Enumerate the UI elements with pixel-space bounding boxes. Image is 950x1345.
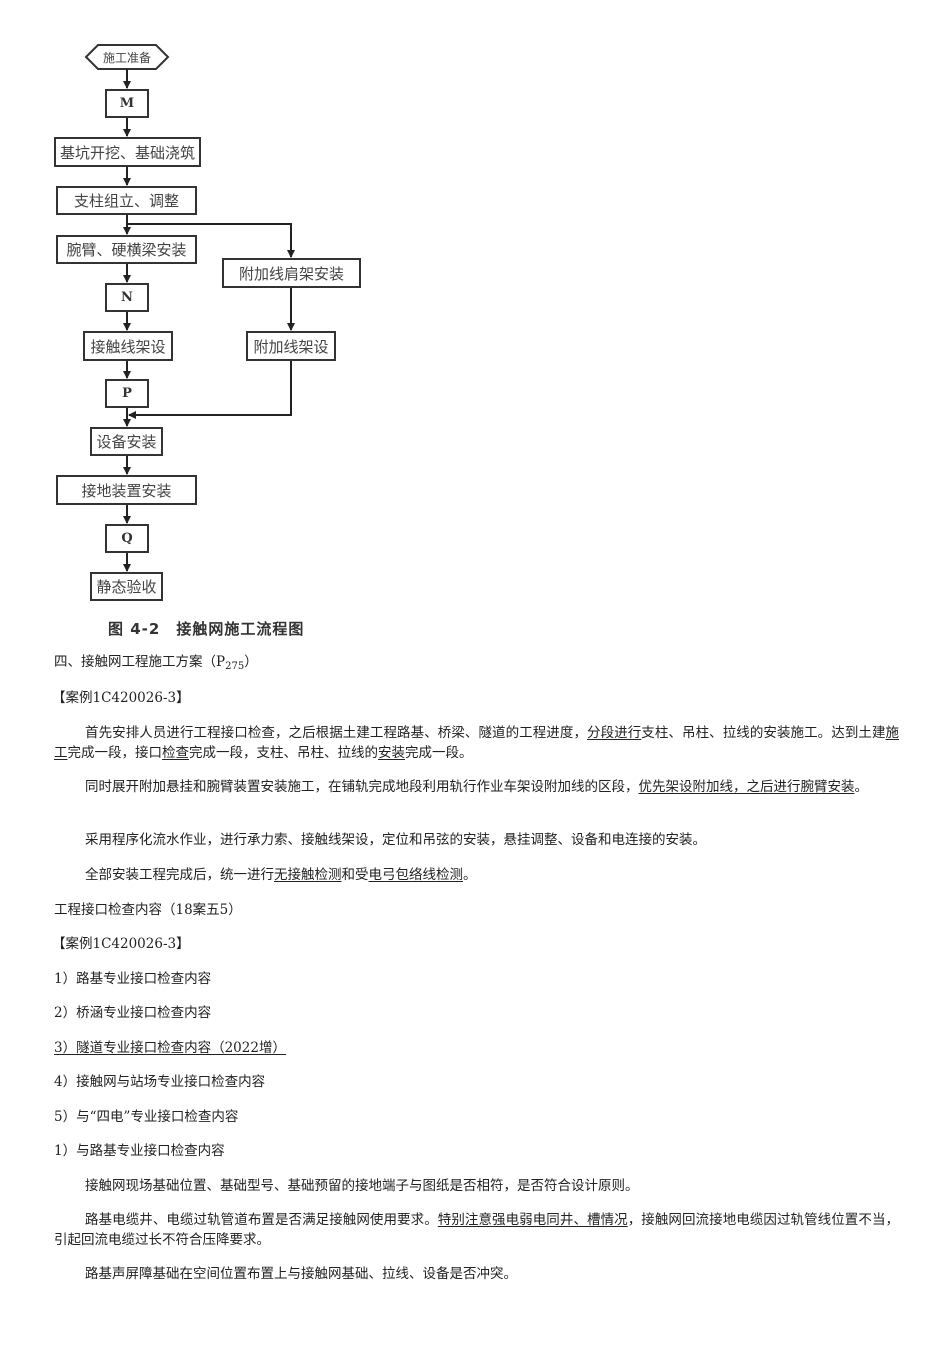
flow-node-p: P xyxy=(105,379,149,408)
flowchart: 施工准备 M 基坑开挖、基础浇筑 支柱组立、调整 腕臂、硬横梁安装 附加线肩架安… xyxy=(0,0,400,645)
flow-node-cantilever: 腕臂、硬横梁安装 xyxy=(56,235,197,264)
interface-paragraph-3: 路基声屏障基础在空间位置布置上与接触网基础、拉线、设备是否冲突。 xyxy=(85,1266,517,1282)
paragraph-3: 采用程序化流水作业，进行承力索、接触线架设，定位和吊弦的安装，悬挂调整、设备和电… xyxy=(85,832,706,848)
interface-heading: 工程接口检查内容（18案五5） xyxy=(54,902,242,918)
list-item: 5）与“四电”专业接口检查内容 xyxy=(54,1109,239,1125)
section-heading: 四、接触网工程施工方案（P275） xyxy=(54,654,258,672)
paragraph-4: 全部安装工程完成后，统一进行无接触检测和受电弓包络线检测。 xyxy=(85,867,477,883)
list-item: 2）桥涵专业接口检查内容 xyxy=(54,1005,212,1021)
flow-node-equipment: 设备安装 xyxy=(90,427,163,456)
page-subscript: 275 xyxy=(225,661,245,672)
figure-title: 接触网施工流程图 xyxy=(176,620,305,638)
flow-node-extra-wire: 附加线架设 xyxy=(246,331,336,361)
paragraph-2: 同时展开附加悬挂和腕臂装置安装施工，在铺轨完成地段利用轨行作业车架设附加线的区段… xyxy=(85,779,868,795)
case-reference-2: 【案例1C420026-3】 xyxy=(52,936,190,952)
flow-node-pillar: 支柱组立、调整 xyxy=(56,186,197,215)
list-item: 4）接触网与站场专业接口检查内容 xyxy=(54,1074,266,1090)
flowchart-connectors xyxy=(84,44,295,572)
figure-number: 图 4-2 xyxy=(108,620,161,638)
flow-node-n: N xyxy=(105,283,149,312)
flow-node-start: 施工准备 xyxy=(102,50,151,65)
case-reference: 【案例1C420026-3】 xyxy=(52,690,190,706)
subheading: 1）与路基专业接口检查内容 xyxy=(54,1143,225,1159)
flow-node-extra-shoulder: 附加线肩架安装 xyxy=(222,258,361,288)
flow-node-grounding: 接地装置安装 xyxy=(56,475,197,505)
flow-node-q: Q xyxy=(105,524,149,553)
figure-caption: 图 4-2 接触网施工流程图 xyxy=(108,618,304,639)
list-item: 1）路基专业接口检查内容 xyxy=(54,971,212,987)
interface-paragraph-1: 接触网现场基础位置、基础型号、基础预留的接地端子与图纸是否相符，是否符合设计原则… xyxy=(85,1178,639,1194)
flow-node-acceptance: 静态验收 xyxy=(90,572,163,601)
list-item-underlined: 3）隧道专业接口检查内容（2022增） xyxy=(54,1040,286,1056)
interface-paragraph-2: 路基电缆井、电缆过轨管道布置是否满足接触网使用要求。特别注意强电弱电同井、槽情况… xyxy=(54,1212,900,1248)
flow-node-contact-wire: 接触线架设 xyxy=(83,331,173,361)
flow-node-m: M xyxy=(105,89,149,118)
flow-node-excavation: 基坑开挖、基础浇筑 xyxy=(54,137,201,167)
paragraph-1: 首先安排人员进行工程接口检查，之后根据土建工程路基、桥梁、隧道的工程进度，分段进… xyxy=(54,725,900,761)
